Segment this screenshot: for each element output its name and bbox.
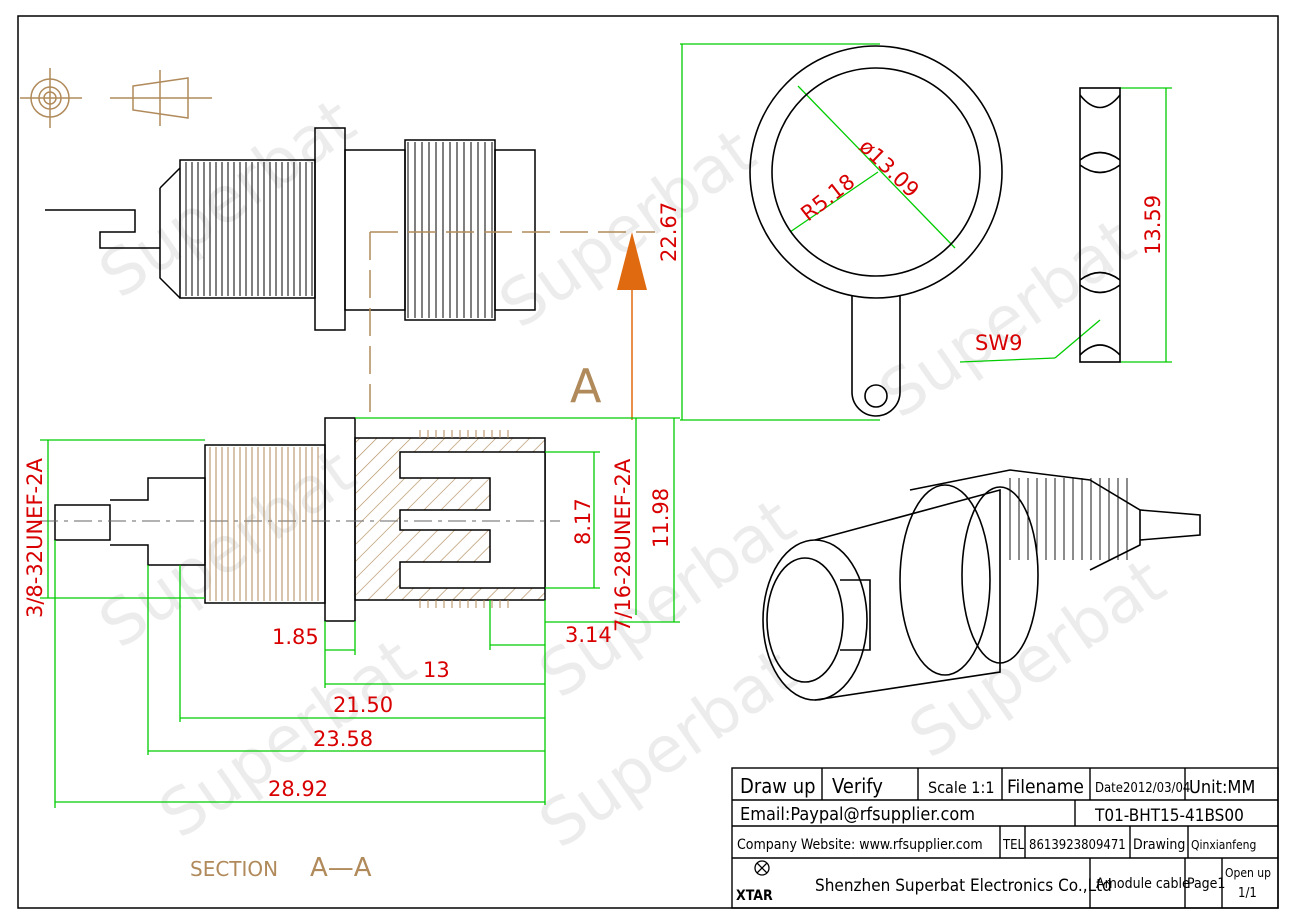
scale-label: Scale 1:1 — [928, 778, 994, 797]
length-2892-dimension: 28.92 — [268, 777, 328, 801]
title-block — [731, 767, 1279, 909]
logo-text: XTAR — [736, 888, 773, 904]
diameter-dimension: ø13.09 — [855, 134, 924, 202]
open-up-label: Open up — [1225, 866, 1271, 880]
wrench-size-label: SW9 — [975, 331, 1022, 355]
drawing-label: Drawing — [1133, 837, 1185, 853]
tel-label: TEL — [1002, 838, 1025, 853]
filename-label: Filename — [1007, 776, 1084, 798]
drawing-border — [17, 15, 1279, 909]
section-label-prefix: SECTION — [190, 857, 278, 881]
nut-height-dimension: 13.59 — [1141, 195, 1165, 255]
website-label: Company Website: www.rfsupplier.com — [737, 837, 983, 853]
section-label: SECTION A—A — [190, 853, 372, 883]
flange-dimension: 1.85 — [272, 625, 319, 649]
body-height-dimension: 11.98 — [649, 488, 673, 548]
email-label: Email:Paypal@rfsupplier.com — [740, 804, 975, 825]
company-name: Shenzhen Superbat Electronics Co.,Ltd — [815, 876, 1112, 896]
module-label: Amodule cable — [1096, 876, 1190, 892]
page-label: Page1 — [1187, 876, 1225, 892]
panel-height-dimension: 22.67 — [657, 202, 681, 262]
part-number: T01-BHT15-41BS00 — [1094, 806, 1244, 826]
thread-marks-section — [209, 430, 509, 608]
unit-label: Unit:MM — [1189, 777, 1255, 798]
projection-symbol — [20, 68, 212, 128]
thread-marks-3d — [1009, 478, 1128, 560]
bore-dimension: 8.17 — [571, 498, 595, 545]
connector-3d-view — [762, 469, 1201, 701]
thread-left-label: 3/8-32UNEF-2A — [23, 458, 47, 618]
section-dimension-lines — [40, 43, 1172, 808]
draw-up-label: Draw up — [740, 774, 816, 798]
xtar-logo — [754, 860, 770, 876]
date-label: Date2012/03/04 — [1095, 781, 1190, 796]
thread-marks-top — [185, 142, 493, 318]
tip-dimension: 3.14 — [565, 623, 612, 647]
length-2358-dimension: 23.58 — [313, 727, 373, 751]
section-marker: A — [570, 359, 602, 413]
thread-right-label: 7/16-28UNEF-2A — [611, 458, 635, 632]
length-13-dimension: 13 — [423, 658, 450, 682]
watermark-text: Superbat — [867, 205, 1149, 433]
watermark-text: Superbat — [147, 625, 429, 853]
drawer-name: Qinxianfeng — [1191, 838, 1256, 852]
section-arrow: A — [369, 231, 655, 420]
length-2150-dimension: 21.50 — [333, 693, 393, 717]
radius-dimension: R5.18 — [796, 169, 859, 226]
title-block-texts: Draw up Verify Scale 1:1 Filename Date20… — [736, 774, 1271, 904]
hex-nut-view — [1079, 87, 1121, 363]
lock-washer-view — [749, 45, 1003, 417]
watermark-text: Superbat — [487, 115, 769, 343]
section-label-name: A—A — [310, 853, 372, 883]
side-view-top — [45, 127, 536, 331]
section-view — [40, 417, 560, 622]
tel-number: 8613923809471 — [1029, 838, 1126, 853]
open-up-value: 1/1 — [1238, 886, 1257, 901]
verify-label: Verify — [832, 774, 883, 798]
